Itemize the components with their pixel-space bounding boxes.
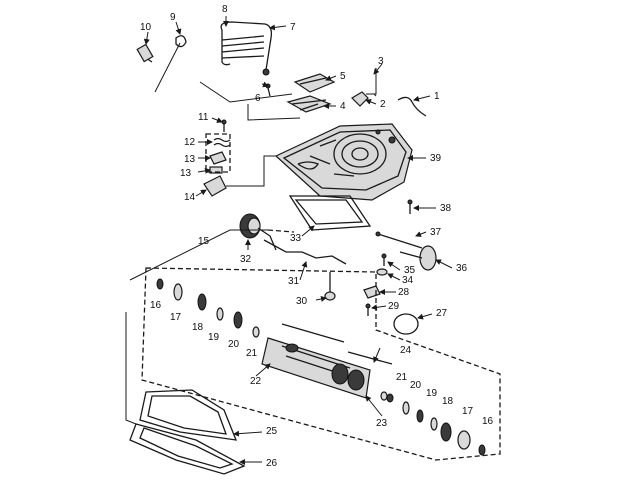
part-15-brushroll-group-boundary	[141, 267, 501, 461]
part-34-washer	[376, 268, 388, 276]
callout-10: 10	[140, 22, 152, 33]
part-39-main-housing	[274, 123, 413, 201]
part-22-brushroll	[261, 337, 371, 399]
part-25-belt	[139, 389, 238, 441]
callout-7: 7	[290, 22, 296, 33]
callout-13a: 13	[184, 154, 196, 165]
part-10-screw	[136, 43, 154, 63]
part-38-screw	[407, 199, 413, 214]
callout-21-left: 21	[246, 348, 258, 359]
callout-32: 32	[240, 254, 252, 265]
callout-38: 38	[440, 203, 452, 214]
callout-2: 2	[380, 99, 386, 110]
callout-3: 3	[378, 56, 384, 67]
callout-31: 31	[288, 276, 300, 287]
callout-8: 8	[222, 4, 228, 15]
part-13-clip-a	[209, 151, 227, 165]
callout-17-right: 17	[462, 406, 474, 417]
part-32-wheel	[239, 213, 277, 251]
part-14-plate	[203, 175, 227, 197]
part-12-spring	[213, 137, 231, 148]
callout-18-left: 18	[192, 322, 204, 333]
part-36-wheel	[399, 245, 437, 271]
callout-25: 25	[266, 426, 278, 437]
callout-1: 1	[434, 91, 440, 102]
callout-6: 6	[255, 93, 261, 104]
callout-36: 36	[456, 263, 468, 274]
callout-34: 34	[402, 275, 414, 286]
callout-28: 28	[398, 287, 410, 298]
part-9-clip	[154, 35, 187, 93]
brushroll-left-end-parts	[156, 278, 260, 338]
part-24-bristle-strip	[281, 323, 393, 365]
callout-19-right: 19	[426, 388, 438, 399]
part-5-switch-button	[293, 73, 336, 93]
callout-26: 26	[266, 458, 278, 469]
callout-33: 33	[290, 233, 302, 244]
part-23-end-cap	[380, 391, 388, 401]
callout-14: 14	[184, 192, 196, 203]
callout-15: 15	[198, 236, 210, 247]
part-26-belt	[129, 423, 246, 475]
callout-20-right: 20	[410, 380, 422, 391]
callout-27: 27	[436, 308, 448, 319]
callout-9: 9	[170, 12, 176, 23]
callout-39: 39	[430, 153, 442, 164]
callout-11: 11	[198, 112, 209, 123]
callout-18-right: 18	[442, 396, 454, 407]
brushroll-right-end-parts	[386, 393, 486, 456]
part-27-belt	[393, 313, 419, 335]
callout-5: 5	[340, 71, 346, 82]
callout-23: 23	[376, 418, 388, 429]
part-11-screw	[221, 119, 227, 132]
part-29-screw	[365, 303, 371, 316]
callout-12: 12	[184, 137, 196, 148]
part-33-frame	[288, 195, 372, 231]
callout-21-right: 21	[396, 372, 408, 383]
callout-16-right: 16	[482, 416, 494, 427]
part-30-bolt	[324, 272, 336, 301]
callout-37: 37	[430, 227, 442, 238]
callout-labels: 1 2 3 4 5 6 7 8 9 10 11 12 13 13 14 15 1…	[140, 4, 494, 469]
leader-lines	[143, 16, 453, 465]
part-31-axle	[263, 239, 347, 265]
part-4-switch	[286, 95, 332, 113]
callout-24: 24	[400, 345, 412, 356]
callout-22: 22	[250, 376, 262, 387]
callout-19-left: 19	[208, 332, 220, 343]
part-35-screw	[381, 253, 387, 266]
callout-29: 29	[388, 301, 400, 312]
callout-17-left: 17	[170, 312, 182, 323]
part-28-clip	[363, 285, 381, 299]
callout-16-left: 16	[150, 300, 162, 311]
callout-30: 30	[296, 296, 308, 307]
part-2-bracket	[351, 91, 369, 107]
part-1-wire	[397, 96, 427, 117]
callout-4: 4	[340, 101, 346, 112]
part-8-harness	[220, 21, 273, 76]
callout-35: 35	[404, 265, 416, 276]
callout-13b: 13	[180, 168, 192, 179]
callout-20-left: 20	[228, 339, 240, 350]
part-37-axle-pin	[375, 231, 423, 249]
